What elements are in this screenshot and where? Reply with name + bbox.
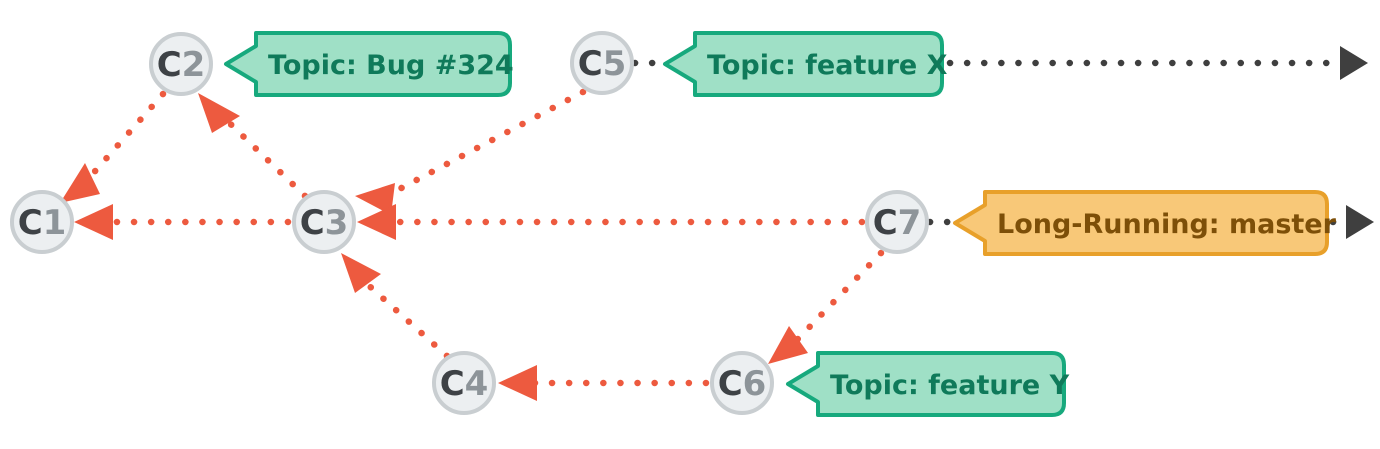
tag-feature-x-label: Topic: feature X — [707, 50, 948, 81]
commit-node-c6-number: 6 — [743, 364, 767, 404]
commit-node-c7-circle — [865, 190, 929, 254]
commit-node-c4-number: 4 — [465, 364, 489, 404]
commit-node-c3-number: 3 — [325, 203, 349, 243]
arrowhead-c3-to-c1 — [74, 204, 113, 240]
tag-feature-y-shape — [786, 351, 1066, 417]
commit-node-c5-label: C5 — [578, 44, 627, 84]
tags-layer: Topic: Bug #324 Topic: feature X Long-Ru… — [224, 31, 1337, 417]
arrowhead-c4-to-c3 — [341, 253, 381, 293]
tag-master-label: Long-Running: master — [997, 209, 1337, 240]
tag-master-shape — [953, 190, 1329, 256]
commit-node-c7-label: C7 — [873, 203, 922, 243]
commit-node-c6-prefix: C — [718, 364, 743, 404]
edges-layer — [60, 46, 1374, 401]
edge-c5-to-c3 — [388, 88, 587, 197]
commit-node-c2-label: C2 — [157, 45, 206, 85]
commit-node-c4-label: C4 — [440, 364, 489, 404]
edge-c3-to-c2 — [213, 107, 309, 200]
commit-node-c3[interactable]: C3 — [292, 190, 356, 254]
commit-node-c6[interactable]: C6 — [710, 351, 774, 415]
arrowhead-master-branch — [1346, 205, 1374, 239]
commit-node-c6-label: C6 — [718, 364, 767, 404]
arrowhead-c2-to-c1 — [60, 163, 100, 203]
edge-c2-to-c1 — [78, 90, 167, 190]
commit-node-c5-number: 5 — [603, 44, 627, 84]
commit-node-c5[interactable]: C5 — [570, 31, 634, 95]
commit-node-c3-label: C3 — [300, 203, 349, 243]
commit-node-c2[interactable]: C2 — [149, 32, 213, 96]
arrowhead-feature-x-branch — [1340, 46, 1368, 80]
commit-node-c7[interactable]: C7 — [865, 190, 929, 254]
commit-node-c5-prefix: C — [578, 44, 603, 84]
commit-node-c1-circle — [10, 190, 74, 254]
tag-feature-y[interactable]: Topic: feature Y — [786, 351, 1070, 417]
commit-node-c1-prefix: C — [18, 203, 43, 243]
edge-c7-to-c6 — [789, 249, 885, 348]
commit-node-c2-prefix: C — [157, 45, 182, 85]
edge-c4-to-c3 — [352, 270, 451, 360]
arrowhead-c6-to-c4 — [498, 365, 537, 401]
nodes-layer: C1 C2 C3 C4 — [10, 31, 929, 415]
tag-bug-324[interactable]: Topic: Bug #324 — [224, 31, 514, 97]
commit-node-c7-number: 7 — [898, 203, 922, 243]
commit-node-c2-number: 2 — [182, 45, 206, 85]
commit-node-c7-prefix: C — [873, 203, 898, 243]
commit-node-c2-circle — [149, 32, 213, 96]
commit-node-c1[interactable]: C1 — [10, 190, 74, 254]
tag-feature-x-shape — [663, 31, 944, 97]
commit-node-c5-circle — [570, 31, 634, 95]
commit-node-c3-prefix: C — [300, 203, 325, 243]
tag-bug-324-label: Topic: Bug #324 — [268, 50, 514, 81]
arrowhead-c5-to-c3 — [355, 183, 395, 215]
commit-node-c4[interactable]: C4 — [432, 351, 496, 415]
commit-node-c6-circle — [710, 351, 774, 415]
arrowhead-c7-to-c3 — [357, 204, 396, 240]
commit-node-c4-circle — [432, 351, 496, 415]
commit-node-c1-number: 1 — [43, 203, 67, 243]
commit-node-c4-prefix: C — [440, 364, 465, 404]
tag-feature-x[interactable]: Topic: feature X — [663, 31, 948, 97]
commit-node-c3-circle — [292, 190, 356, 254]
tag-feature-y-label: Topic: feature Y — [830, 370, 1070, 401]
tag-master[interactable]: Long-Running: master — [953, 190, 1337, 256]
arrowhead-c3-to-c2 — [198, 93, 240, 133]
tag-bug-324-shape — [224, 31, 512, 97]
arrowhead-c7-to-c6 — [768, 326, 808, 364]
commit-node-c1-label: C1 — [18, 203, 67, 243]
